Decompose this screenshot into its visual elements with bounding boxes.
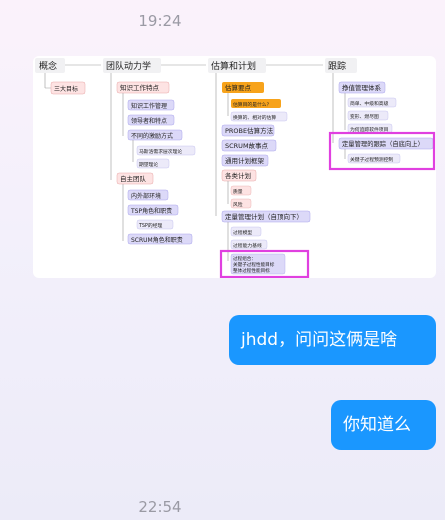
mindmap-node-label: 各类计划 [225,171,251,180]
mindmap-node-label: SCRUM角色和职责 [131,236,183,244]
mindmap-node-label: 过程模型 [233,229,252,236]
mindmap-node-label: 过程能力基线 [233,242,262,249]
mindmap-node-label: 估算目的是什么？ [233,101,271,108]
mindmap-node-label: 换算的、相对的估算 [233,114,276,121]
mindmap-node-label: 知识工作特点 [120,83,160,92]
col1-title: 概念 [39,60,57,72]
mindmap-node-label: 期望理论 [139,161,158,168]
mindmap-node-label: 关键子过程性能目标 [233,261,275,268]
mindmap-node-label: 变形、燃尽图 [350,113,379,120]
mindmap-node-label: SCRUM故事点 [225,141,269,150]
col3-title: 估算和计划 [211,60,256,72]
mindmap-node-label: TSP角色和职责 [130,207,172,215]
mindmap-node-label: 不同的激励方式 [131,132,173,140]
mindmap-node-label: 风险 [233,201,243,208]
mindmap-diagram: 概念 团队动力学 估算和计划 跟踪 三大目标 知识工作特点 知识工作管理 领导者… [35,58,436,278]
mindmap-node-label: 估算要点 [225,83,252,92]
highlight-box [219,249,310,278]
mindmap-image[interactable]: 概念 团队动力学 估算和计划 跟踪 三大目标 知识工作特点 知识工作管理 领导者… [33,56,436,278]
col2-title: 团队动力学 [106,60,151,72]
mindmap-node-label: 领导者和特点 [131,117,167,125]
mindmap-node-label: 关键子过程预测控制 [350,156,393,163]
mindmap-node-label: 通用计划框架 [225,156,265,165]
mindmap-node-label: 挣值管理体系 [342,83,382,92]
mindmap-node-label: 内外部环境 [131,192,161,200]
timestamp: 22:54 [138,498,182,516]
mindmap-node-label: 知识工作管理 [131,102,167,110]
mindmap-node-label: 整体过程性能目标 [233,267,270,274]
mindmap-node-label: 定量管理的跟踪（自底向上） [342,139,424,148]
col1-item: 三大目标 [54,85,78,93]
message-bubble[interactable]: 你知道么 [331,400,436,450]
mindmap-node-label: PROBE估算方法 [225,126,274,135]
col4-title: 跟踪 [328,60,346,72]
timestamp: 19:24 [138,12,182,30]
highlight-box [328,131,436,171]
mindmap-node-label: 定量管理计划（自顶向下） [225,212,303,221]
mindmap-node-label: 自主团队 [120,174,147,183]
mindmap-node-label: 过程组合： [233,255,256,262]
mindmap-node-label: 为何追踪软件项目 [350,126,388,133]
mindmap-node-label: 马斯洛需求层次理论 [139,148,182,155]
mindmap-node-label: 质量 [233,188,243,195]
mindmap-node-label: TSP的经理 [138,222,162,229]
message-bubble[interactable]: jhdd，问问这俩是啥 [229,315,436,365]
mindmap-node-label: 简单、中级和高级 [350,100,389,107]
